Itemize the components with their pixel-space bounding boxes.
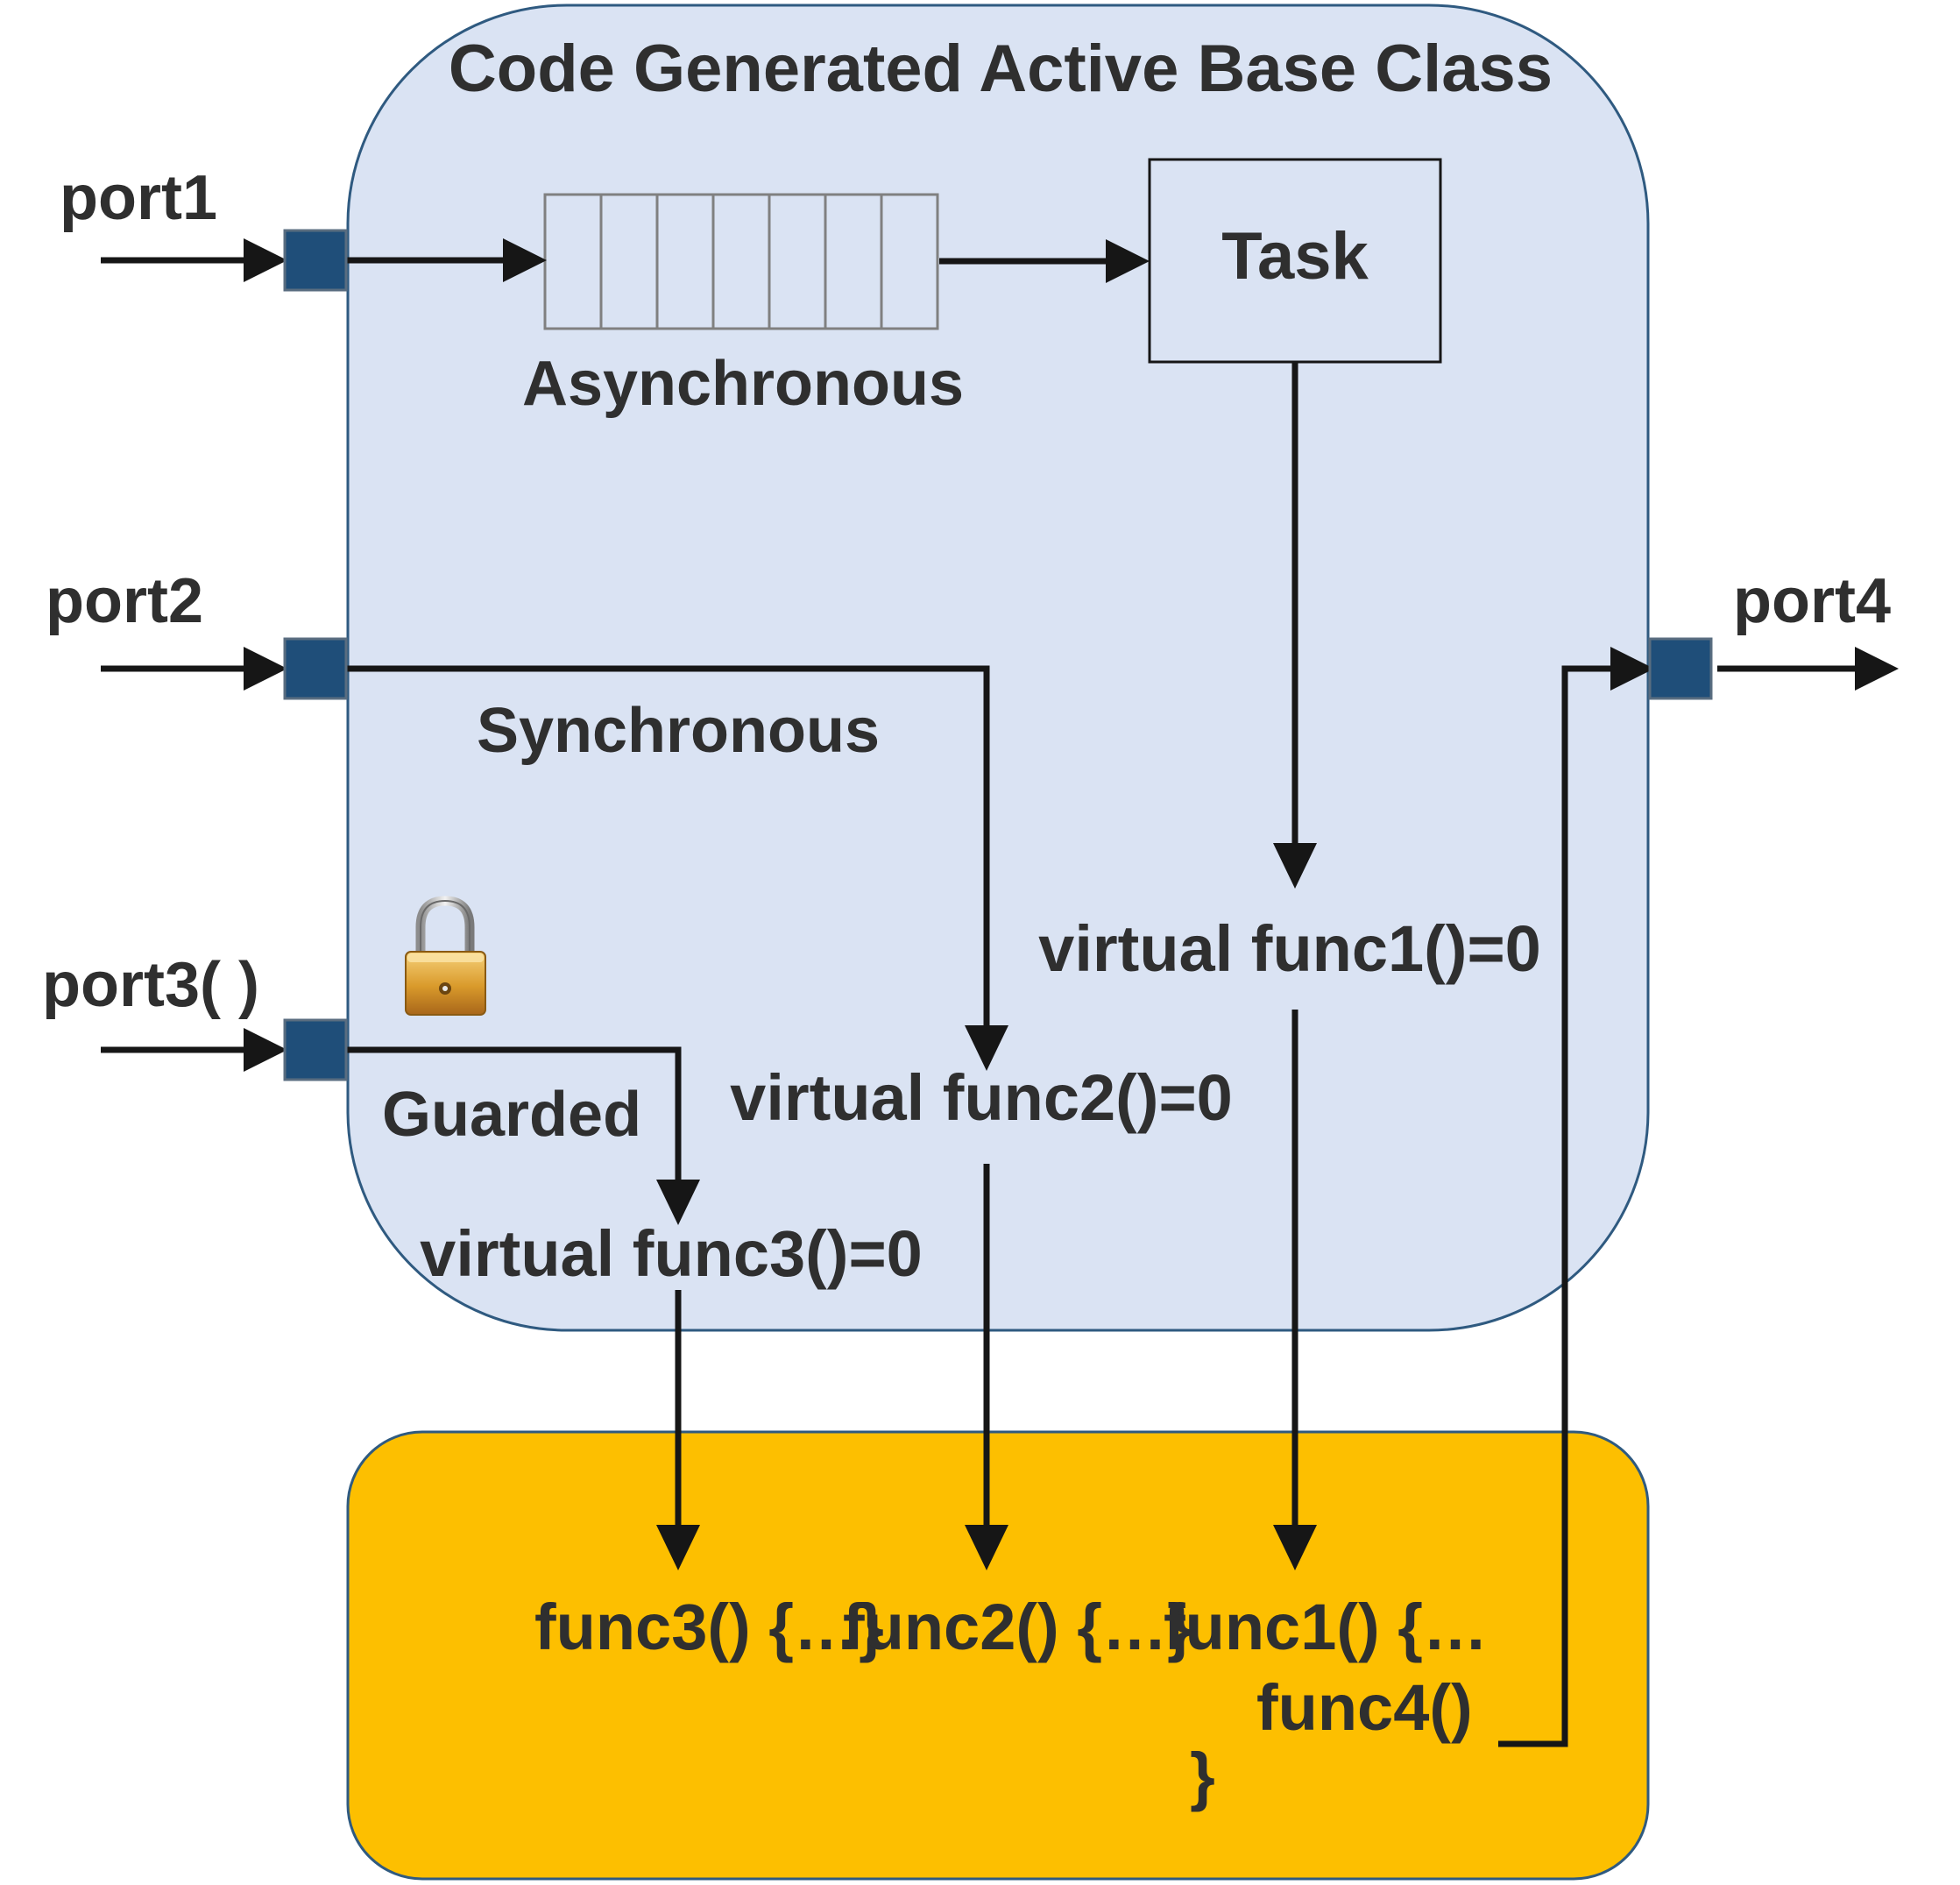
virtual-func1-label: virtual func1()=0 — [1038, 912, 1541, 985]
class-title: Code Generated Active Base Class — [449, 32, 1553, 106]
port4-connector[interactable] — [1648, 637, 1713, 700]
arrow-into-port1 — [244, 238, 287, 282]
port2-connector[interactable] — [283, 637, 348, 700]
asynchronous-label: Asynchronous — [522, 349, 964, 419]
arrow-into-port3 — [244, 1028, 287, 1072]
func2-impl-label: func2() {…} — [843, 1591, 1192, 1663]
func1-impl-label: func1() {… — [1164, 1591, 1488, 1663]
port1-label: port1 — [60, 163, 217, 233]
synchronous-label: Synchronous — [477, 696, 880, 766]
port2-label: port2 — [46, 566, 203, 636]
func1-close-brace: } — [1190, 1740, 1215, 1812]
arrow-into-virtual-func1 — [1273, 843, 1317, 889]
task-box — [1148, 158, 1442, 364]
arrow-into-queue — [503, 238, 547, 282]
arrow-into-virtual-func3 — [656, 1180, 700, 1225]
virtual-func2-label: virtual func2()=0 — [730, 1061, 1233, 1134]
arrowheads — [244, 238, 1899, 1570]
arrow-into-virtual-func2 — [965, 1025, 1008, 1071]
task-label: Task — [1221, 219, 1369, 294]
arrow-into-port4 — [1610, 647, 1654, 691]
port1-connector[interactable] — [283, 229, 348, 292]
arrow-into-func2-impl — [965, 1525, 1008, 1570]
port4-label: port4 — [1733, 566, 1891, 636]
arrow-out-of-port4 — [1855, 647, 1899, 691]
arrow-into-task — [1106, 239, 1150, 283]
arrow-into-func3-impl — [656, 1525, 700, 1570]
func4-call-label: func4() — [1256, 1671, 1473, 1744]
func3-impl-label: func3() {…} — [534, 1591, 884, 1663]
message-queue — [543, 193, 939, 330]
connection-wires — [101, 257, 1862, 1747]
guarded-label: Guarded — [382, 1080, 641, 1150]
arrow-into-port2 — [244, 647, 287, 691]
padlock-icon — [405, 896, 486, 1016]
port3-label: port3( ) — [42, 950, 259, 1020]
port3-connector[interactable] — [283, 1018, 348, 1081]
virtual-func3-label: virtual func3()=0 — [420, 1217, 923, 1290]
arrow-into-func1-impl — [1273, 1525, 1317, 1570]
